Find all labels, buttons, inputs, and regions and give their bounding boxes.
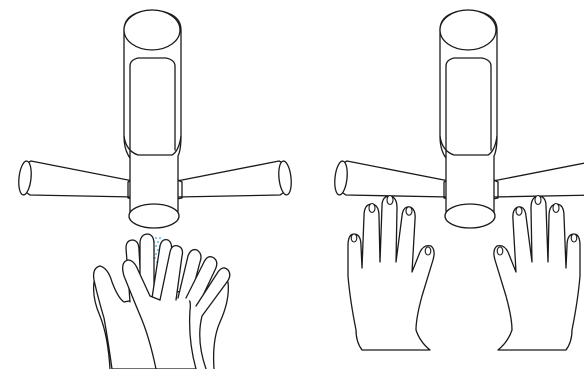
washing-hands [94, 234, 230, 369]
right-panel [333, 10, 584, 350]
right-open-hand [494, 196, 580, 351]
left-panel [17, 10, 292, 369]
tap-hand-dryer-left [17, 10, 292, 228]
left-open-hand [348, 196, 434, 351]
tap-hand-dryer-right [333, 10, 584, 228]
